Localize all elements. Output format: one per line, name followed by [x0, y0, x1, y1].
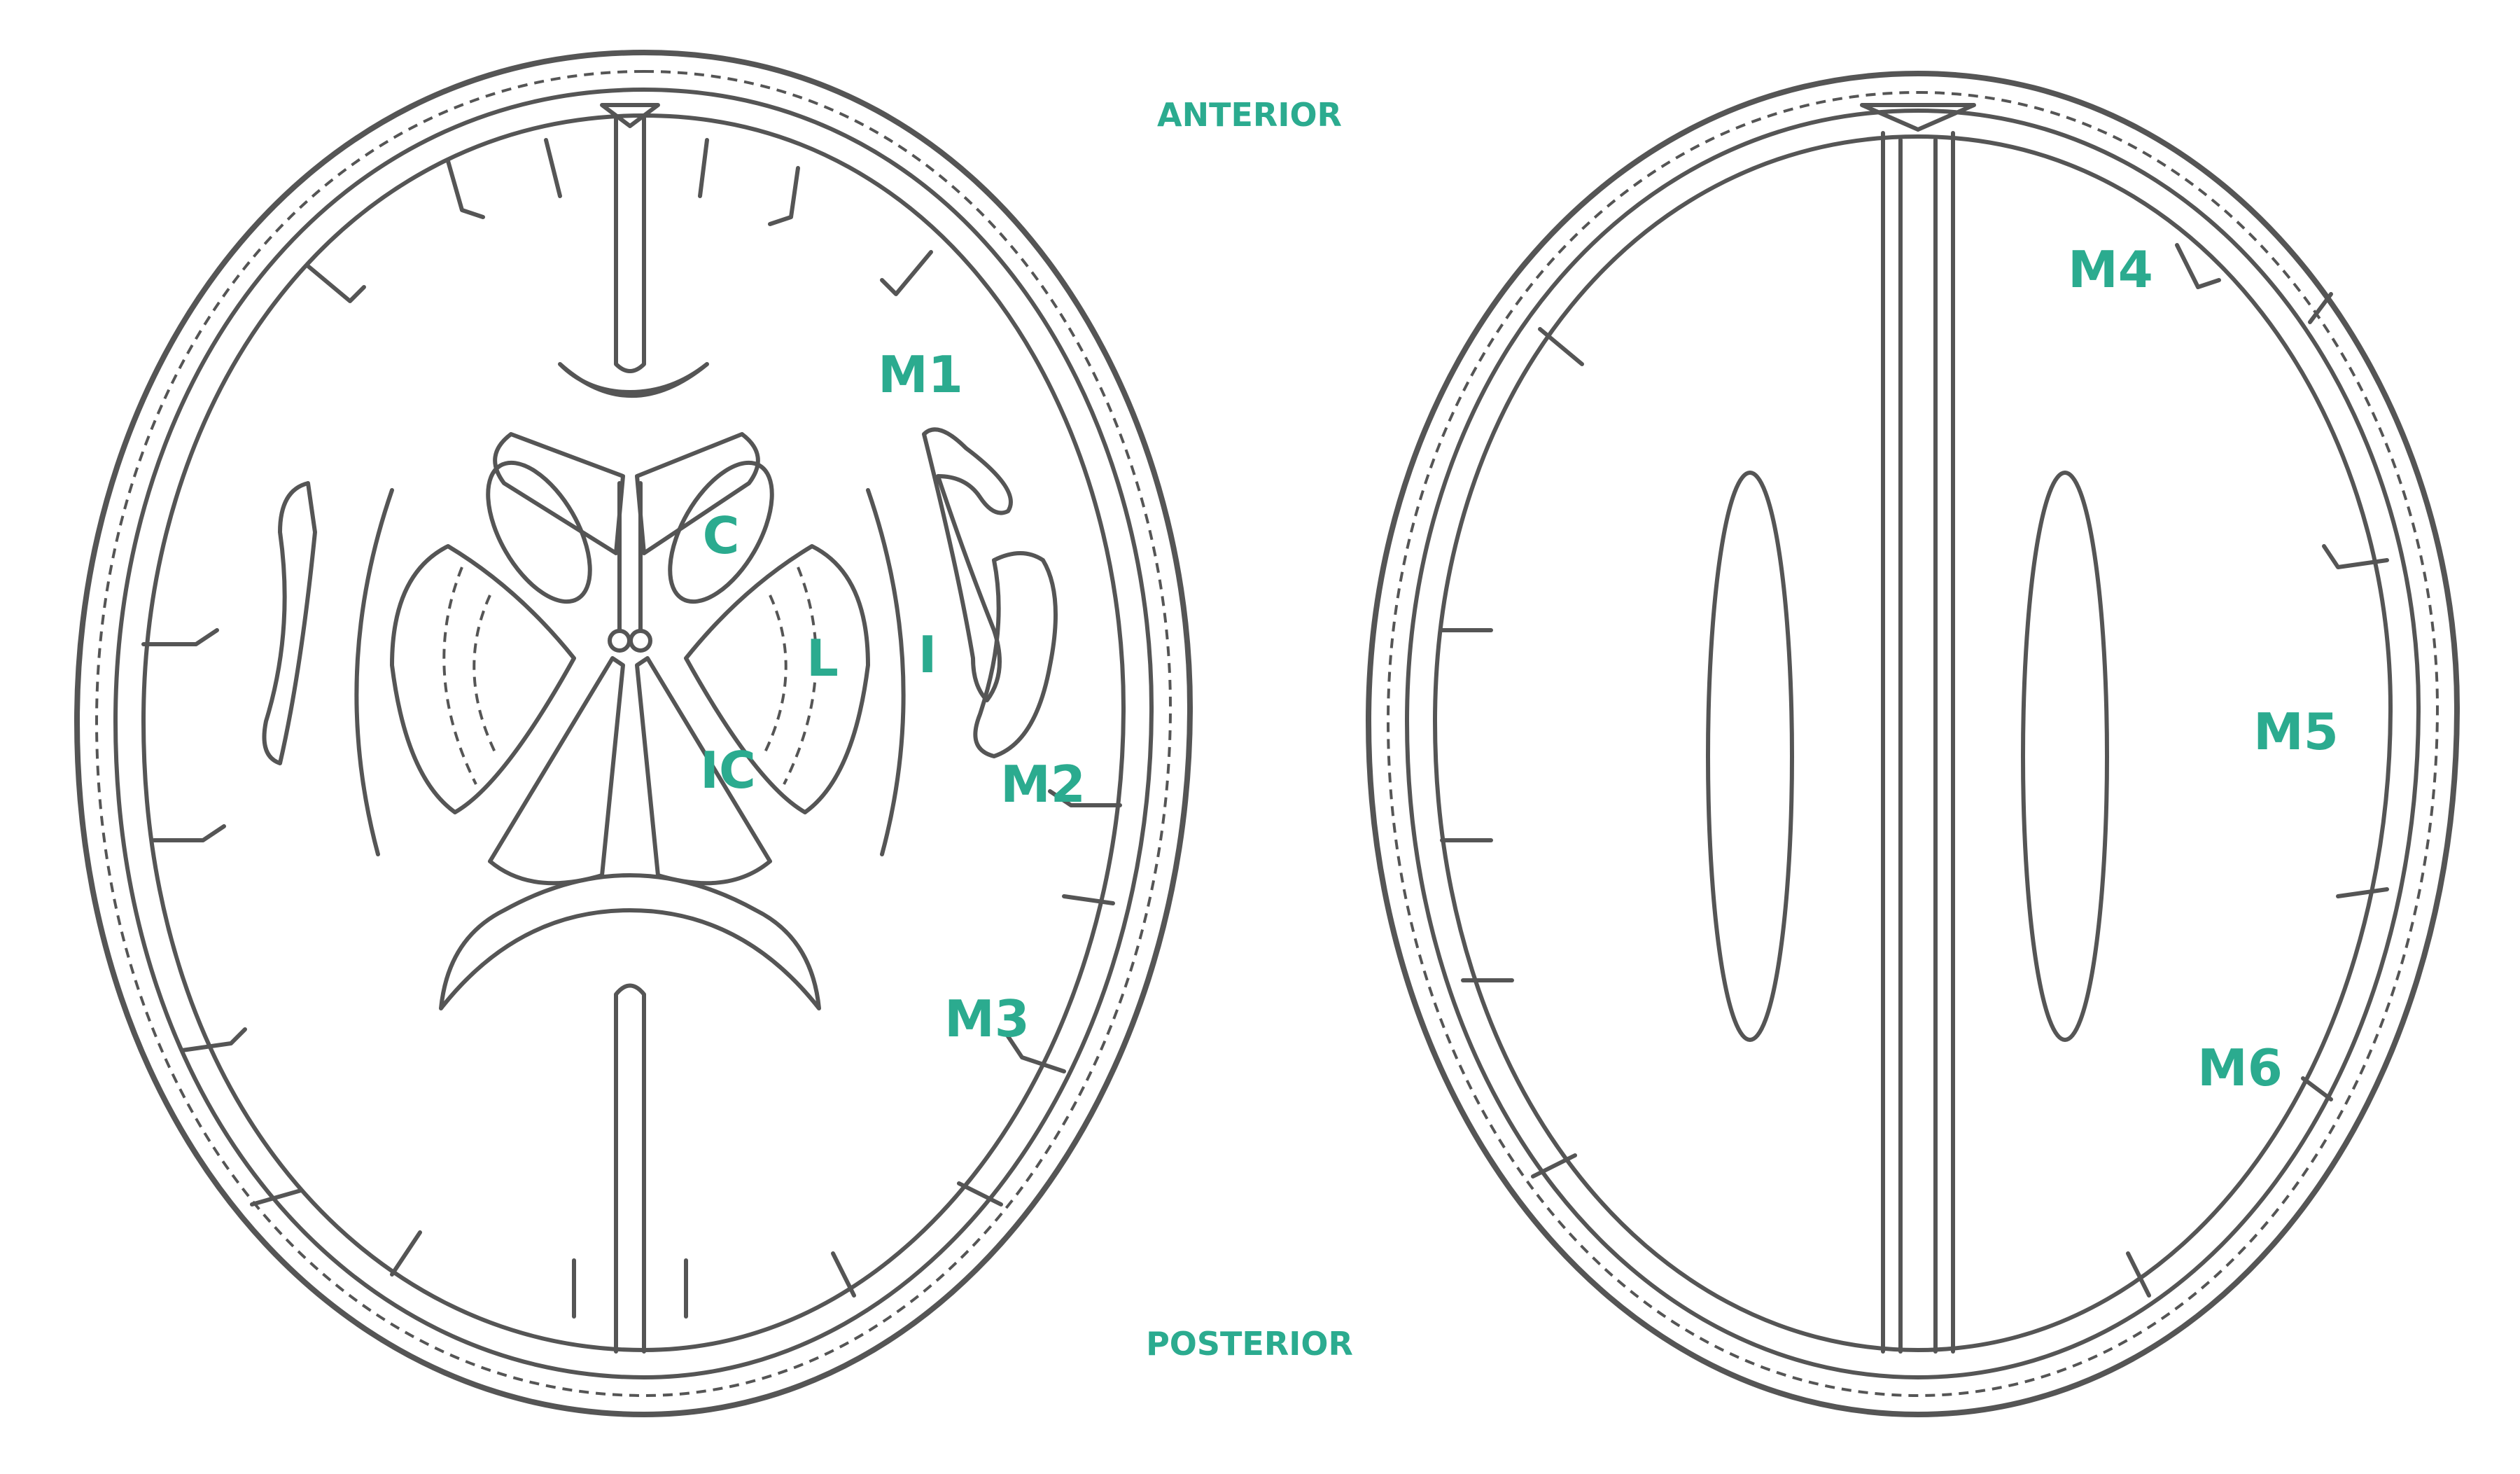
right-sulcus-2	[768, 166, 800, 226]
left-putamen-line-l2	[472, 595, 498, 757]
left-sulcus-7	[544, 138, 562, 198]
right-sulcus-4	[1048, 789, 1122, 807]
left-skull-outer	[74, 50, 1193, 1417]
right-sulcus-1	[698, 138, 709, 198]
putamen-line-r	[783, 566, 818, 785]
third-ventricle	[617, 481, 643, 632]
left-sulcus-6	[446, 159, 485, 219]
left-falx-anterior	[600, 103, 660, 373]
left-splenium	[439, 873, 821, 1010]
left-thalamus-r	[635, 656, 772, 886]
right-sec-sulcus-4	[1531, 1153, 1577, 1178]
right-sec-sulcus-7	[2308, 292, 2333, 324]
insular-gyrus	[973, 551, 1058, 758]
right-brain-surface	[1433, 134, 2393, 1352]
right-skull-outer	[1366, 71, 2460, 1417]
fornix-left	[608, 629, 631, 653]
label-i: I	[918, 625, 937, 684]
right-sulcus-8	[831, 1251, 856, 1298]
left-thalamus-l	[488, 656, 625, 886]
label-m1: M1	[878, 345, 963, 404]
semiovale-right	[2021, 471, 2109, 1042]
caudate-nucleus	[668, 460, 774, 604]
right-skull-inner	[1405, 109, 2421, 1379]
label-m2: M2	[1000, 755, 1086, 814]
label-m4: M4	[2068, 240, 2153, 299]
left-external-capsule-l	[354, 488, 394, 856]
posterior-label: POSTERIOR	[1146, 1325, 1353, 1363]
left-sulcus-3	[180, 1027, 247, 1052]
label-m3: M3	[944, 989, 1030, 1048]
right-falx-sinus	[1860, 103, 1976, 132]
label-m5: M5	[2253, 702, 2339, 761]
right-sulcus-6	[1006, 1034, 1066, 1073]
right-sec-sulcus-8	[2322, 544, 2389, 569]
left-lentiform-l	[390, 544, 576, 814]
left-frontal-horn-left	[493, 432, 625, 555]
fornix-right	[629, 629, 652, 653]
left-falx-posterior	[614, 983, 646, 1354]
right-sec-sulcus-6	[2175, 243, 2221, 289]
left-sulcus-2	[152, 824, 226, 842]
label-m6: M6	[2197, 1038, 2283, 1097]
left-caudate-l	[486, 460, 592, 604]
left-sulcus-1	[141, 628, 219, 646]
label-c: C	[703, 506, 740, 565]
left-skull-diploe	[94, 69, 1172, 1398]
right-sulcus-5	[1062, 894, 1115, 905]
left-genu	[558, 362, 709, 398]
left-skull-inner	[113, 88, 1154, 1379]
right-skull-diploe	[1386, 90, 2440, 1398]
lentiform-nucleus	[684, 544, 870, 814]
right-brain-section	[1366, 71, 2460, 1417]
anterior-label: ANTERIOR	[1157, 96, 1342, 134]
putamen-line-r2	[762, 595, 788, 757]
right-sulcus-7	[957, 1181, 1003, 1207]
left-sulcus-5	[306, 264, 366, 303]
right-sec-sulcus-9	[2336, 887, 2389, 898]
right-sec-sulcus-10	[2301, 1076, 2333, 1101]
right-sec-sulcus-11	[2126, 1251, 2151, 1298]
left-frontal-horn-right	[635, 432, 760, 555]
left-brain-section	[74, 50, 1193, 1417]
right-sec-sulcus-5	[1538, 327, 1584, 366]
right-sulcus-3	[880, 250, 933, 296]
left-sulcus-8	[390, 1230, 422, 1277]
external-capsule-r	[866, 488, 906, 856]
label-ic: IC	[700, 741, 756, 800]
left-putamen-line-l	[442, 566, 477, 785]
left-sulcus-4	[250, 1188, 303, 1207]
label-l: L	[806, 629, 839, 688]
left-sylvian-l	[262, 481, 317, 765]
sylvian-fissure	[922, 427, 1013, 702]
semiovale-left	[1706, 471, 1794, 1042]
